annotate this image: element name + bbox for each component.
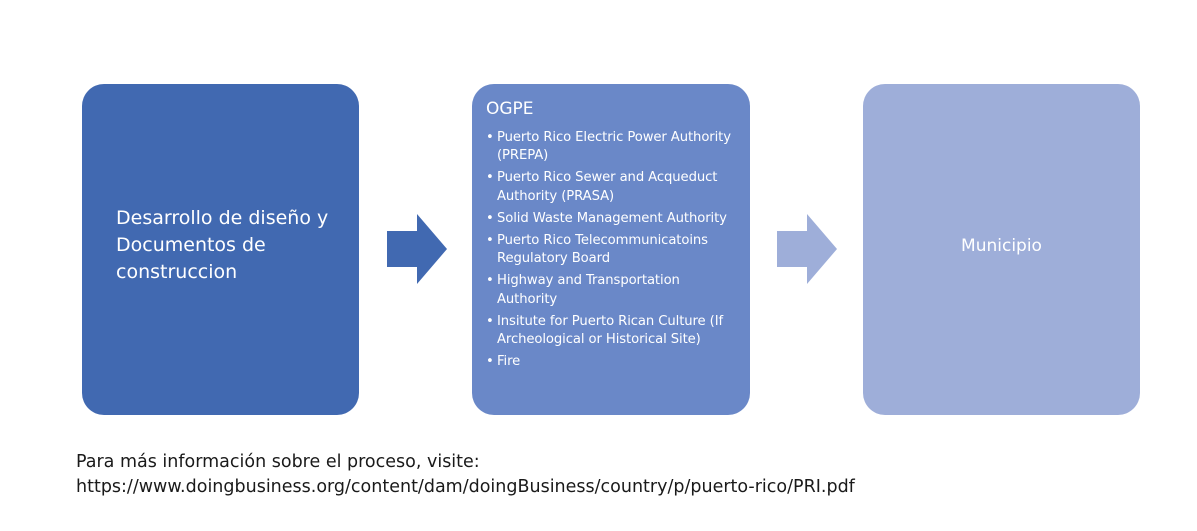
step-box-ogpe: OGPE •Puerto Rico Electric Power Authori… xyxy=(472,84,750,415)
agency-name: Fire xyxy=(497,354,521,370)
bullet-icon: • xyxy=(486,313,494,329)
list-item: •Puerto Rico Telecommunicatoins Regulato… xyxy=(486,232,740,268)
bullet-icon: • xyxy=(486,273,494,289)
agency-name: Highway and Transportation Authority xyxy=(497,273,680,307)
right-arrow-icon xyxy=(387,214,447,284)
step-label-design: Desarrollo de diseño y Documentos de con… xyxy=(116,207,329,283)
agency-name: Puerto Rico Electric Power Authority (PR… xyxy=(497,130,731,164)
right-arrow-icon xyxy=(777,214,837,284)
bullet-icon: • xyxy=(486,170,494,186)
step-label-municipio: Municipio xyxy=(961,236,1042,256)
source-note: Para más información sobre el proceso, v… xyxy=(76,450,855,500)
source-url[interactable]: https://www.doingbusiness.org/content/da… xyxy=(76,477,855,497)
bullet-icon: • xyxy=(486,233,494,249)
bullet-icon: • xyxy=(486,130,494,145)
agency-name: Puerto Rico Telecommunicatoins Regulator… xyxy=(497,233,708,267)
agency-name: Puerto Rico Sewer and Acqueduct Authorit… xyxy=(497,170,718,204)
agency-name: Insitute for Puerto Rican Culture (If Ar… xyxy=(497,313,724,348)
step-title-ogpe: OGPE xyxy=(486,99,534,119)
source-intro-text: Para más información sobre el proceso, v… xyxy=(76,452,480,472)
list-item: •Puerto Rico Electric Power Authority (P… xyxy=(486,129,740,165)
bullet-icon: • xyxy=(486,210,494,226)
list-item: •Highway and Transportation Authority xyxy=(486,272,740,308)
agency-name: Solid Waste Management Authority xyxy=(497,210,727,226)
list-item: •Puerto Rico Sewer and Acqueduct Authori… xyxy=(486,169,740,205)
step-box-municipio: Municipio xyxy=(863,84,1140,415)
list-item: •Solid Waste Management Authority xyxy=(486,210,740,228)
agency-list: •Puerto Rico Electric Power Authority (P… xyxy=(486,129,740,371)
list-item: •Fire xyxy=(486,353,740,371)
bullet-icon: • xyxy=(486,354,494,370)
list-item: •Insitute for Puerto Rican Culture (If A… xyxy=(486,313,740,349)
step-box-design: Desarrollo de diseño y Documentos de con… xyxy=(82,84,359,415)
